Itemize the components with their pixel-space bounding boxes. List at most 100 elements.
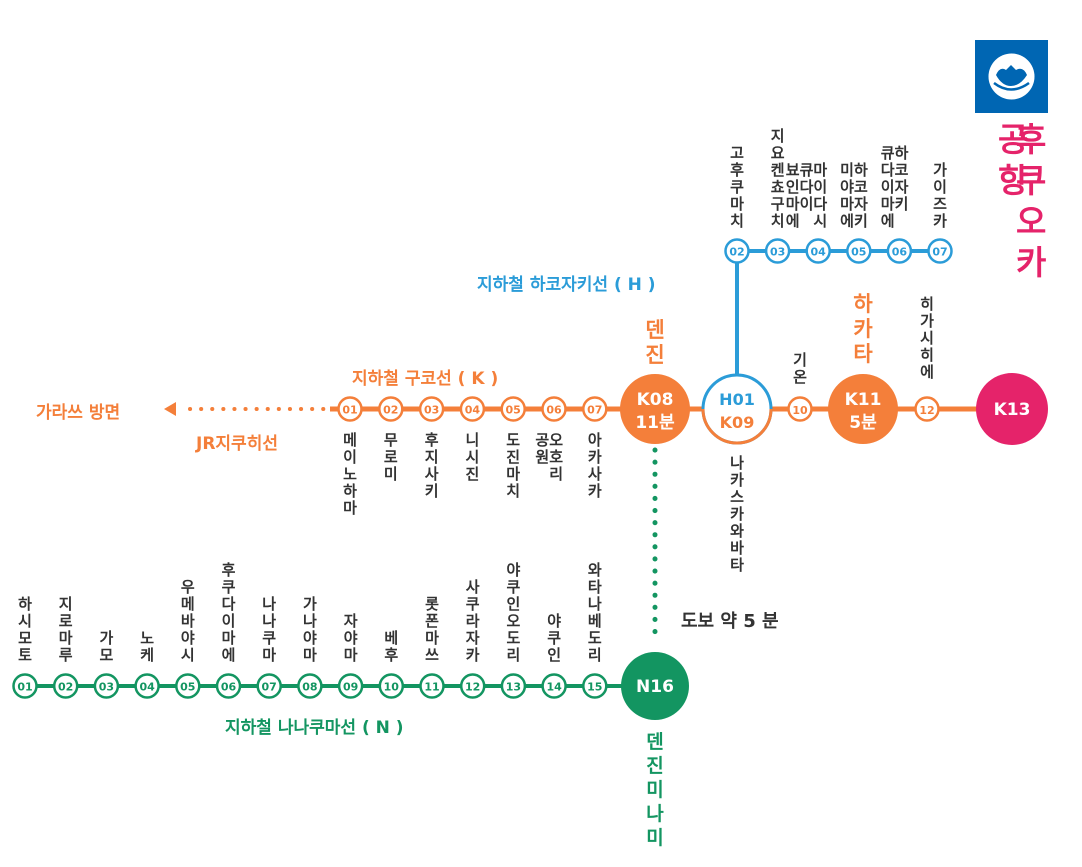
nanakuma-station-03-number: 03 [99, 681, 114, 694]
hakozaki-station-02-number: 02 [729, 246, 744, 259]
nakasu-lower-ring [701, 408, 773, 445]
higashihie-station-circle[interactable] [914, 396, 940, 422]
kuko-station-06-circle[interactable] [541, 396, 567, 422]
gion-num: 10 [792, 404, 808, 417]
nanakuma-station-07-number: 07 [262, 681, 277, 694]
nakasu-code-k: K09 [720, 413, 755, 432]
nanakuma-station-15-number: 15 [587, 681, 602, 694]
hakozaki-station-05-number: 05 [851, 246, 866, 259]
tenjin-code: K08 [637, 390, 674, 410]
nanakuma-station-12-circle[interactable] [459, 673, 486, 699]
nanakuma-station-13-number: 13 [506, 681, 521, 694]
kuko-station-02-number: 02 [383, 404, 398, 417]
nanakuma-station-05-number: 05 [180, 681, 195, 694]
kuko-station-06-number: 06 [546, 404, 562, 417]
kuko-station-05-number: 05 [506, 404, 521, 417]
nanakuma-station-01-circle[interactable] [12, 673, 38, 699]
tenjin-time: 11분 [635, 413, 675, 433]
hakozaki-station-03-circle[interactable] [764, 238, 791, 264]
jr-arrow-icon [164, 402, 176, 416]
kuko-station-05-circle[interactable] [500, 396, 526, 422]
nanakuma-station-01-number: 01 [17, 681, 32, 694]
nanakuma-station-13-circle[interactable] [500, 673, 527, 699]
hakata-time: 5분 [849, 413, 877, 433]
hakozaki-station-05-circle[interactable] [846, 238, 872, 264]
nanakuma-station-04-circle[interactable] [134, 673, 160, 699]
hakozaki-station-04-number: 04 [811, 246, 827, 259]
hakata-station-circle[interactable] [828, 374, 898, 444]
hakozaki-line-name: 지하철 하코자키선 ( H ) [477, 275, 656, 295]
gion-station-circle[interactable] [787, 396, 813, 422]
airport-icon [988, 53, 1035, 100]
nanakuma-station-07-circle[interactable] [256, 673, 282, 699]
nanakuma-station-02-circle[interactable] [52, 673, 79, 699]
nanakuma-station-03-circle[interactable] [93, 673, 120, 699]
hakozaki-station-06-circle[interactable] [886, 238, 913, 264]
airport-station-circle[interactable] [976, 373, 1048, 445]
nanakuma-station-10-circle[interactable] [378, 673, 405, 699]
hakozaki-station-03-number: 03 [770, 246, 785, 259]
nanakuma-station-08-circle[interactable] [297, 673, 323, 699]
walk-label: 도보 약 5 분 [681, 611, 779, 632]
nanakuma-station-14-number: 14 [546, 681, 562, 694]
jr-line-name: JR지쿠히선 [196, 434, 278, 454]
airport-code: K13 [994, 400, 1031, 420]
tenjin-station-circle[interactable] [620, 374, 690, 444]
kuko-station-07-number: 07 [587, 404, 602, 417]
nanakuma-station-15-circle[interactable] [582, 673, 608, 699]
nanakuma-station-06-circle[interactable] [215, 673, 242, 699]
hakozaki-station-02-circle[interactable] [724, 238, 750, 264]
kuko-station-07-circle[interactable] [582, 396, 608, 422]
nakasu-code-h: H01 [719, 390, 755, 409]
nanakuma-station-08-number: 08 [302, 681, 317, 694]
kuko-station-02-circle[interactable] [378, 396, 404, 422]
nanakuma-station-04-number: 04 [139, 681, 155, 694]
nanakuma-station-12-number: 12 [465, 681, 480, 694]
kuko-station-01-circle[interactable] [337, 396, 363, 422]
hakozaki-station-04-circle[interactable] [805, 238, 831, 264]
nanakuma-station-05-circle[interactable] [175, 673, 201, 699]
nanakuma-line-name: 지하철 나나쿠마선 ( N ) [225, 718, 404, 738]
nanakuma-station-11-circle[interactable] [419, 673, 445, 699]
tenjin-minami-station-circle[interactable] [621, 652, 689, 720]
kuko-station-03-circle[interactable] [418, 396, 445, 422]
higashihie-num: 12 [919, 404, 934, 417]
hakozaki-station-06-number: 06 [892, 246, 908, 259]
kuko-station-04-circle[interactable] [459, 396, 486, 422]
nanakuma-station-09-circle[interactable] [337, 673, 364, 699]
nanakuma-station-14-circle[interactable] [541, 673, 567, 699]
hakozaki-station-07-number: 07 [932, 246, 947, 259]
hakozaki-station-07-circle[interactable] [927, 238, 953, 264]
kuko-station-04-number: 04 [465, 404, 481, 417]
